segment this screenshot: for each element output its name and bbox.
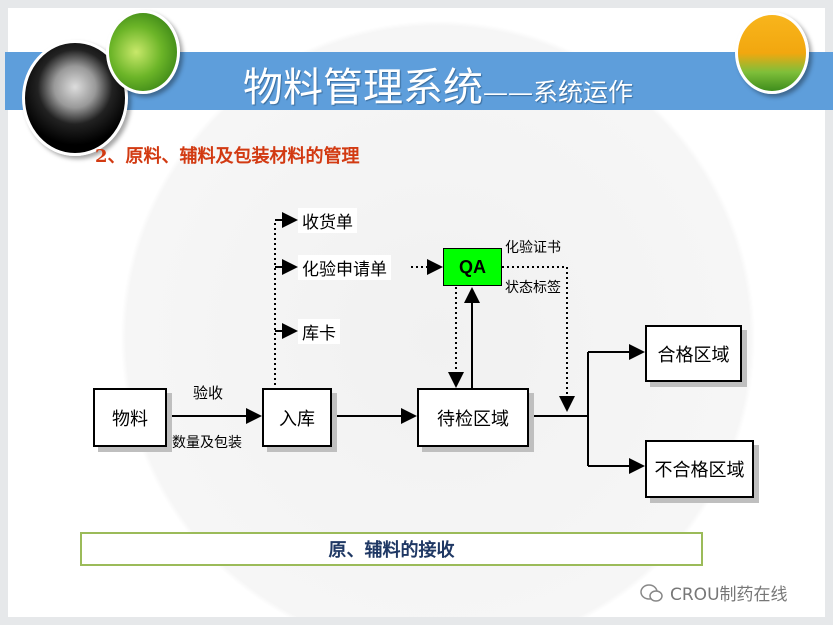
page-title: 物料管理系统——系统运作 (243, 55, 633, 113)
warehouse-in-box: 入库 (262, 388, 332, 447)
unqualified-area-box: 不合格区域 (645, 440, 754, 498)
qa-box: QA (443, 248, 502, 286)
stock-card-label: 库卡 (298, 319, 340, 344)
watermark-text: CROU制药在线 (670, 585, 788, 605)
qualified-area-box: 合格区域 (645, 325, 742, 382)
material-box: 物料 (93, 388, 167, 447)
tulip-image (735, 12, 809, 94)
acceptance-label: 验收 (193, 384, 224, 402)
title-suffix: ——系统运作 (483, 78, 634, 107)
status-label-label: 状态标签 (505, 280, 561, 296)
test-certificate-label: 化验证书 (505, 240, 561, 256)
title-main: 物料管理系统 (243, 65, 483, 111)
wechat-icon (640, 583, 663, 602)
section-subtitle: 2、原料、辅料及包装材料的管理 (95, 146, 360, 167)
leaf-image (106, 10, 180, 94)
quantity-packaging-label: 数量及包装 (172, 435, 242, 451)
receipt-label: 收货单 (298, 208, 357, 233)
watermark: CROU制药在线 (640, 580, 788, 605)
caption-box: 原、辅料的接收 (80, 532, 703, 566)
arrow-qa-certificate (502, 266, 575, 412)
test-request-label: 化验申请单 (298, 255, 391, 280)
quarantine-area-box: 待检区域 (417, 388, 529, 447)
